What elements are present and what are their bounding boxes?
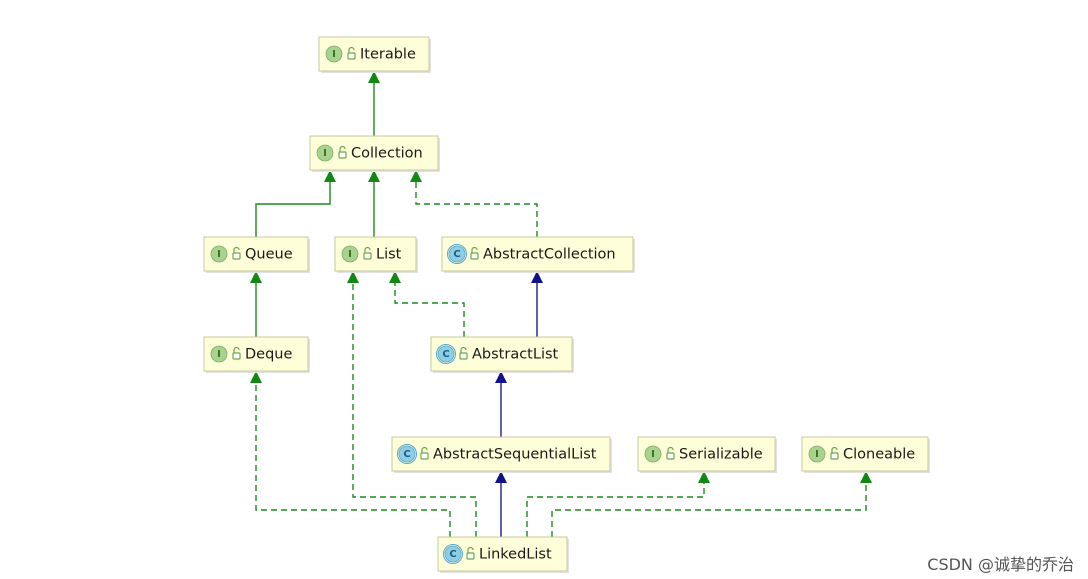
lock-icon: [232, 346, 241, 360]
arrowhead: [368, 170, 380, 182]
edge-linked-list-to-list: [347, 271, 477, 537]
edge-abstract-list-to-abstract-collection: [531, 271, 543, 337]
node-label: Deque: [245, 347, 292, 363]
node-abstract-sequential-list[interactable]: C AbstractSequentialList: [391, 436, 612, 473]
class-icon: [448, 245, 466, 263]
arrowhead: [368, 71, 380, 83]
interface-icon: [316, 144, 334, 162]
arrowhead: [531, 271, 543, 283]
node-list[interactable]: I List: [334, 236, 418, 273]
interface-icon: [808, 445, 826, 463]
edge-collection-to-iterable: [368, 71, 380, 136]
edge-abstract-list-to-list: [389, 271, 465, 337]
arrowhead: [860, 471, 872, 483]
badge-letter: I: [217, 349, 221, 360]
edge-queue-to-collection: [255, 170, 336, 237]
interface-icon: [341, 245, 359, 263]
class-icon: [444, 545, 462, 563]
node-label: Queue: [245, 247, 293, 263]
arrowhead: [495, 471, 507, 483]
edge-line: [551, 483, 867, 537]
interface-icon: [325, 45, 343, 63]
lock-icon: [363, 246, 372, 260]
watermark: CSDN @诚挚的乔治: [927, 555, 1074, 574]
arrowhead: [324, 170, 336, 182]
class-icon: [437, 345, 455, 363]
badge-letter: I: [815, 449, 819, 460]
node-label: LinkedList: [479, 547, 552, 563]
lock-icon: [420, 446, 429, 460]
arrowhead: [698, 471, 710, 483]
node-label: AbstractList: [472, 347, 559, 363]
arrowhead: [410, 170, 422, 182]
node-box: [430, 336, 573, 372]
node-label: Cloneable: [843, 447, 915, 463]
edge-line: [415, 182, 538, 237]
badge-letter: C: [442, 349, 449, 360]
lock-icon: [466, 546, 475, 560]
arrowhead: [495, 371, 507, 383]
class-icon: [398, 445, 416, 463]
lock-icon: [830, 446, 839, 460]
lock-icon: [347, 46, 356, 60]
node-label: Serializable: [679, 447, 763, 463]
edges-layer: [250, 71, 872, 537]
node-serializable[interactable]: I Serializable: [637, 436, 777, 473]
node-abstract-list[interactable]: C AbstractList: [430, 336, 574, 373]
edge-linked-list-to-cloneable: [551, 471, 872, 537]
interface-icon: [210, 245, 228, 263]
edge-line: [352, 283, 477, 537]
node-label: AbstractSequentialList: [433, 447, 597, 463]
lock-icon: [459, 346, 468, 360]
badge-letter: I: [323, 148, 327, 159]
arrowhead: [347, 271, 359, 283]
edge-abstract-sequential-list-to-abstract-list: [495, 371, 507, 437]
badge-letter: C: [403, 449, 410, 460]
class-icon-ring: [447, 244, 467, 264]
node-box: [309, 135, 439, 171]
node-iterable[interactable]: I Iterable: [318, 36, 431, 73]
node-deque[interactable]: I Deque: [203, 336, 310, 373]
class-icon-ring: [443, 544, 463, 564]
arrowhead: [389, 271, 401, 283]
edge-linked-list-to-abstract-sequential-list: [495, 471, 507, 537]
badge-letter: I: [348, 249, 352, 260]
edge-line: [526, 483, 705, 537]
node-linked-list[interactable]: C LinkedList: [437, 536, 569, 573]
edge-deque-to-queue: [250, 271, 262, 337]
interface-icon: [644, 445, 662, 463]
edge-line: [394, 283, 465, 337]
badge-letter: I: [651, 449, 655, 460]
node-abstract-collection[interactable]: C AbstractCollection: [441, 236, 635, 273]
lock-icon: [338, 145, 347, 159]
edge-line: [255, 383, 451, 537]
node-label: Iterable: [360, 47, 416, 63]
node-label: List: [376, 247, 402, 263]
badge-letter: C: [449, 549, 456, 560]
edge-linked-list-to-deque: [250, 371, 451, 537]
edge-abstract-collection-to-collection: [410, 170, 538, 237]
class-icon-ring: [397, 444, 417, 464]
node-label: Collection: [351, 146, 423, 162]
node-cloneable[interactable]: I Cloneable: [801, 436, 930, 473]
arrowhead: [250, 271, 262, 283]
badge-letter: I: [332, 49, 336, 60]
node-collection[interactable]: I Collection: [309, 135, 440, 172]
lock-icon: [666, 446, 675, 460]
edge-list-to-collection: [368, 170, 380, 237]
node-queue[interactable]: I Queue: [203, 236, 310, 273]
interface-icon: [210, 345, 228, 363]
edge-line: [255, 182, 331, 237]
lock-icon: [232, 246, 241, 260]
class-icon-ring: [436, 344, 456, 364]
edge-linked-list-to-serializable: [526, 471, 710, 537]
badge-letter: C: [453, 249, 460, 260]
node-label: AbstractCollection: [483, 247, 616, 263]
badge-letter: I: [217, 249, 221, 260]
arrowhead: [250, 371, 262, 383]
lock-icon: [470, 246, 479, 260]
